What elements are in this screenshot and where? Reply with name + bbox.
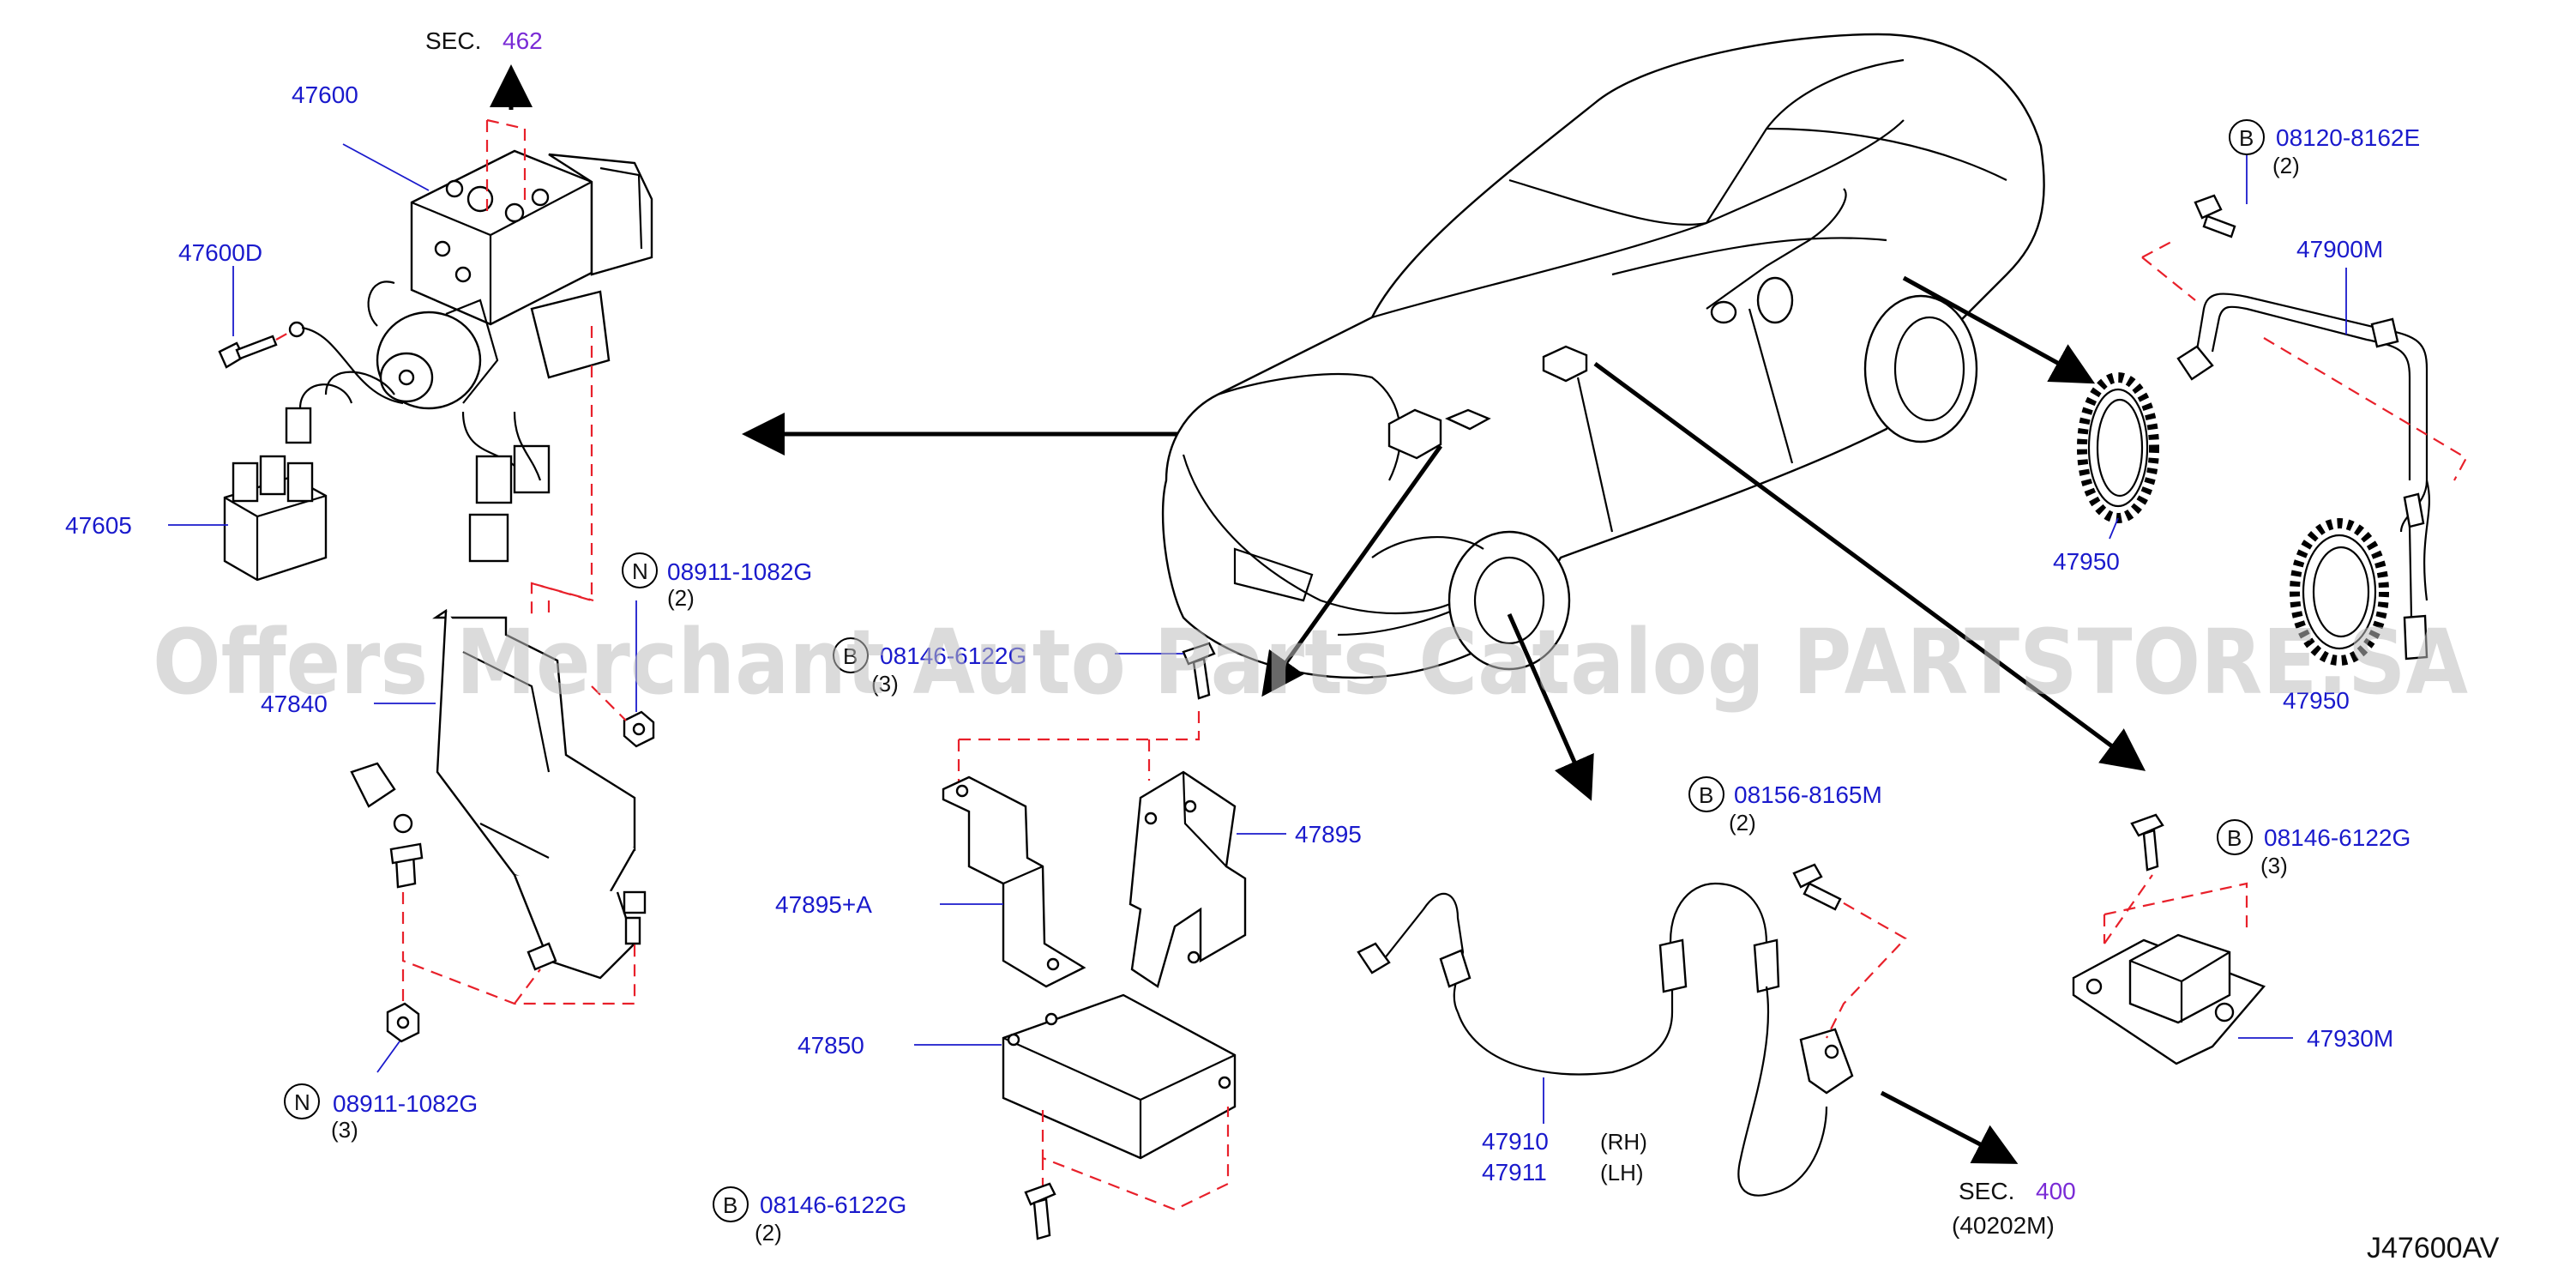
label-47850[interactable]: 47850 (797, 1032, 864, 1059)
dash-bracket-bottom (401, 892, 636, 1005)
bracket-47895A[interactable] (942, 775, 1086, 988)
arrow-to-rear-rotor (1902, 275, 2096, 384)
fastener-b2-code[interactable]: 08146-6122G (760, 1192, 906, 1218)
dash-bracket-top (531, 582, 594, 618)
bracket-47895[interactable] (1129, 770, 1247, 988)
sensor-rotor-47950-top[interactable] (2077, 372, 2159, 523)
fastener-b4-letter: B (2239, 125, 2254, 151)
label-lh: (LH) (1600, 1160, 1644, 1186)
label-47605[interactable]: 47605 (65, 512, 132, 539)
fastener-b4-qty: (2) (2272, 153, 2300, 178)
leader-47600 (342, 143, 430, 191)
sensor-rotor-47950-bottom[interactable] (2290, 518, 2389, 666)
dash-47600D (275, 330, 292, 341)
sec-bottom-number[interactable]: 400 (2036, 1178, 2076, 1204)
label-47895[interactable]: 47895 (1295, 821, 1362, 848)
vehicle-outline (1161, 33, 2045, 679)
stud-bracket-center (527, 942, 557, 971)
rear-sensor-47900M[interactable] (2176, 293, 2430, 661)
label-rh: (RH) (1600, 1129, 1647, 1155)
fastener-b5-badge (2217, 819, 2253, 855)
leader-nut-bottom (376, 1041, 400, 1073)
label-47600[interactable]: 47600 (292, 81, 358, 108)
drawing-code: J47600AV (2367, 1232, 2500, 1264)
connector-47605[interactable] (223, 383, 353, 582)
fastener-b1-letter: B (843, 643, 858, 669)
fastener-b2-badge (713, 1186, 749, 1222)
fastener-b1-badge (833, 637, 869, 673)
fastener-n2-code[interactable]: 08911-1082G (333, 1090, 478, 1117)
label-47895A[interactable]: 47895+A (775, 891, 872, 918)
dash-rear-sensor (2141, 241, 2468, 481)
sec-top-number[interactable]: 462 (503, 27, 543, 54)
fastener-b3-code[interactable]: 08156-8165M (1734, 781, 1882, 808)
label-47600D[interactable]: 47600D (178, 239, 262, 266)
bolt-47600D[interactable] (218, 335, 278, 369)
bolt-08146-top[interactable] (1182, 642, 1216, 700)
bolt-bracket-right (624, 916, 641, 945)
dash-yaw-sensor (2103, 874, 2248, 944)
fastener-b4-badge (2229, 119, 2265, 155)
sec-bottom-sub: (40202M) (1952, 1212, 2055, 1239)
fastener-b1-qty: (3) (871, 671, 899, 697)
label-47950-top[interactable]: 47950 (2053, 548, 2120, 575)
dash-wheel-sensor (1809, 883, 1907, 1039)
label-47911[interactable]: 47911 (1482, 1159, 1547, 1186)
arrow-to-sec-400 (1880, 1090, 2019, 1164)
fastener-b1-code[interactable]: 08146-6122G (880, 643, 1026, 669)
fastener-b2-qty: (2) (755, 1220, 782, 1246)
fastener-b5-code[interactable]: 08146-6122G (2264, 824, 2410, 851)
label-47840[interactable]: 47840 (261, 691, 328, 717)
sec-top-prefix: SEC. (425, 27, 481, 54)
nut-top-right[interactable] (623, 710, 655, 748)
label-47900M[interactable]: 47900M (2296, 236, 2383, 262)
fastener-n2-badge (284, 1083, 320, 1119)
fastener-b3-badge (1688, 776, 1724, 812)
dash-bracket-group-top (957, 703, 1201, 789)
arrow-to-sensor (1507, 612, 1594, 801)
fastener-b3-letter: B (1699, 782, 1713, 808)
abs-actuator-47600[interactable] (324, 149, 653, 481)
bolt-08120[interactable] (2194, 194, 2236, 238)
bracket-47840[interactable] (350, 608, 647, 980)
fastener-b5-qty: (3) (2260, 853, 2288, 878)
label-47950-bottom[interactable]: 47950 (2283, 687, 2350, 714)
fastener-n2-letter: N (294, 1089, 310, 1115)
fastener-b5-letter: B (2227, 825, 2242, 851)
fastener-b4-code[interactable]: 08120-8162E (2276, 124, 2420, 151)
dash-nut-top (591, 685, 627, 721)
watermark-text: Offers Merchant Auto Parts Catalog PARTS… (153, 610, 2468, 715)
fastener-n2-qty: (3) (331, 1117, 358, 1143)
bolt-bracket-left (389, 842, 424, 889)
fastener-n1-code[interactable]: 08911-1082G (667, 558, 812, 585)
label-47910[interactable]: 47910 (1482, 1128, 1549, 1155)
fastener-n1-letter: N (632, 558, 648, 584)
yaw-sensor-47930M[interactable] (2072, 933, 2266, 1065)
fastener-n1-badge (622, 552, 658, 588)
wheel-sensor-47910[interactable] (1357, 882, 1854, 1197)
nut-bottom[interactable] (386, 1002, 420, 1043)
ground-wire (301, 326, 404, 405)
harness-connectors (468, 411, 551, 563)
dash-actuator-top (485, 118, 527, 214)
label-47930M[interactable]: 47930M (2307, 1025, 2393, 1052)
module-47850[interactable] (1002, 993, 1237, 1160)
arrow-to-yaw-sensor (1593, 361, 2146, 771)
bolt-08156[interactable] (1792, 863, 1842, 911)
leader-47950-top (2109, 517, 2119, 540)
sec-bottom-prefix: SEC. (1959, 1178, 2014, 1204)
fastener-n1-qty: (2) (667, 585, 695, 611)
bolt-08146-right[interactable] (2130, 813, 2164, 872)
bolt-08146-bottom[interactable] (1024, 1182, 1056, 1240)
fastener-b3-qty: (2) (1729, 810, 1756, 836)
arrow-to-bracket (1261, 444, 1443, 697)
fastener-b2-letter: B (723, 1192, 737, 1218)
washer-terminal (288, 321, 305, 338)
